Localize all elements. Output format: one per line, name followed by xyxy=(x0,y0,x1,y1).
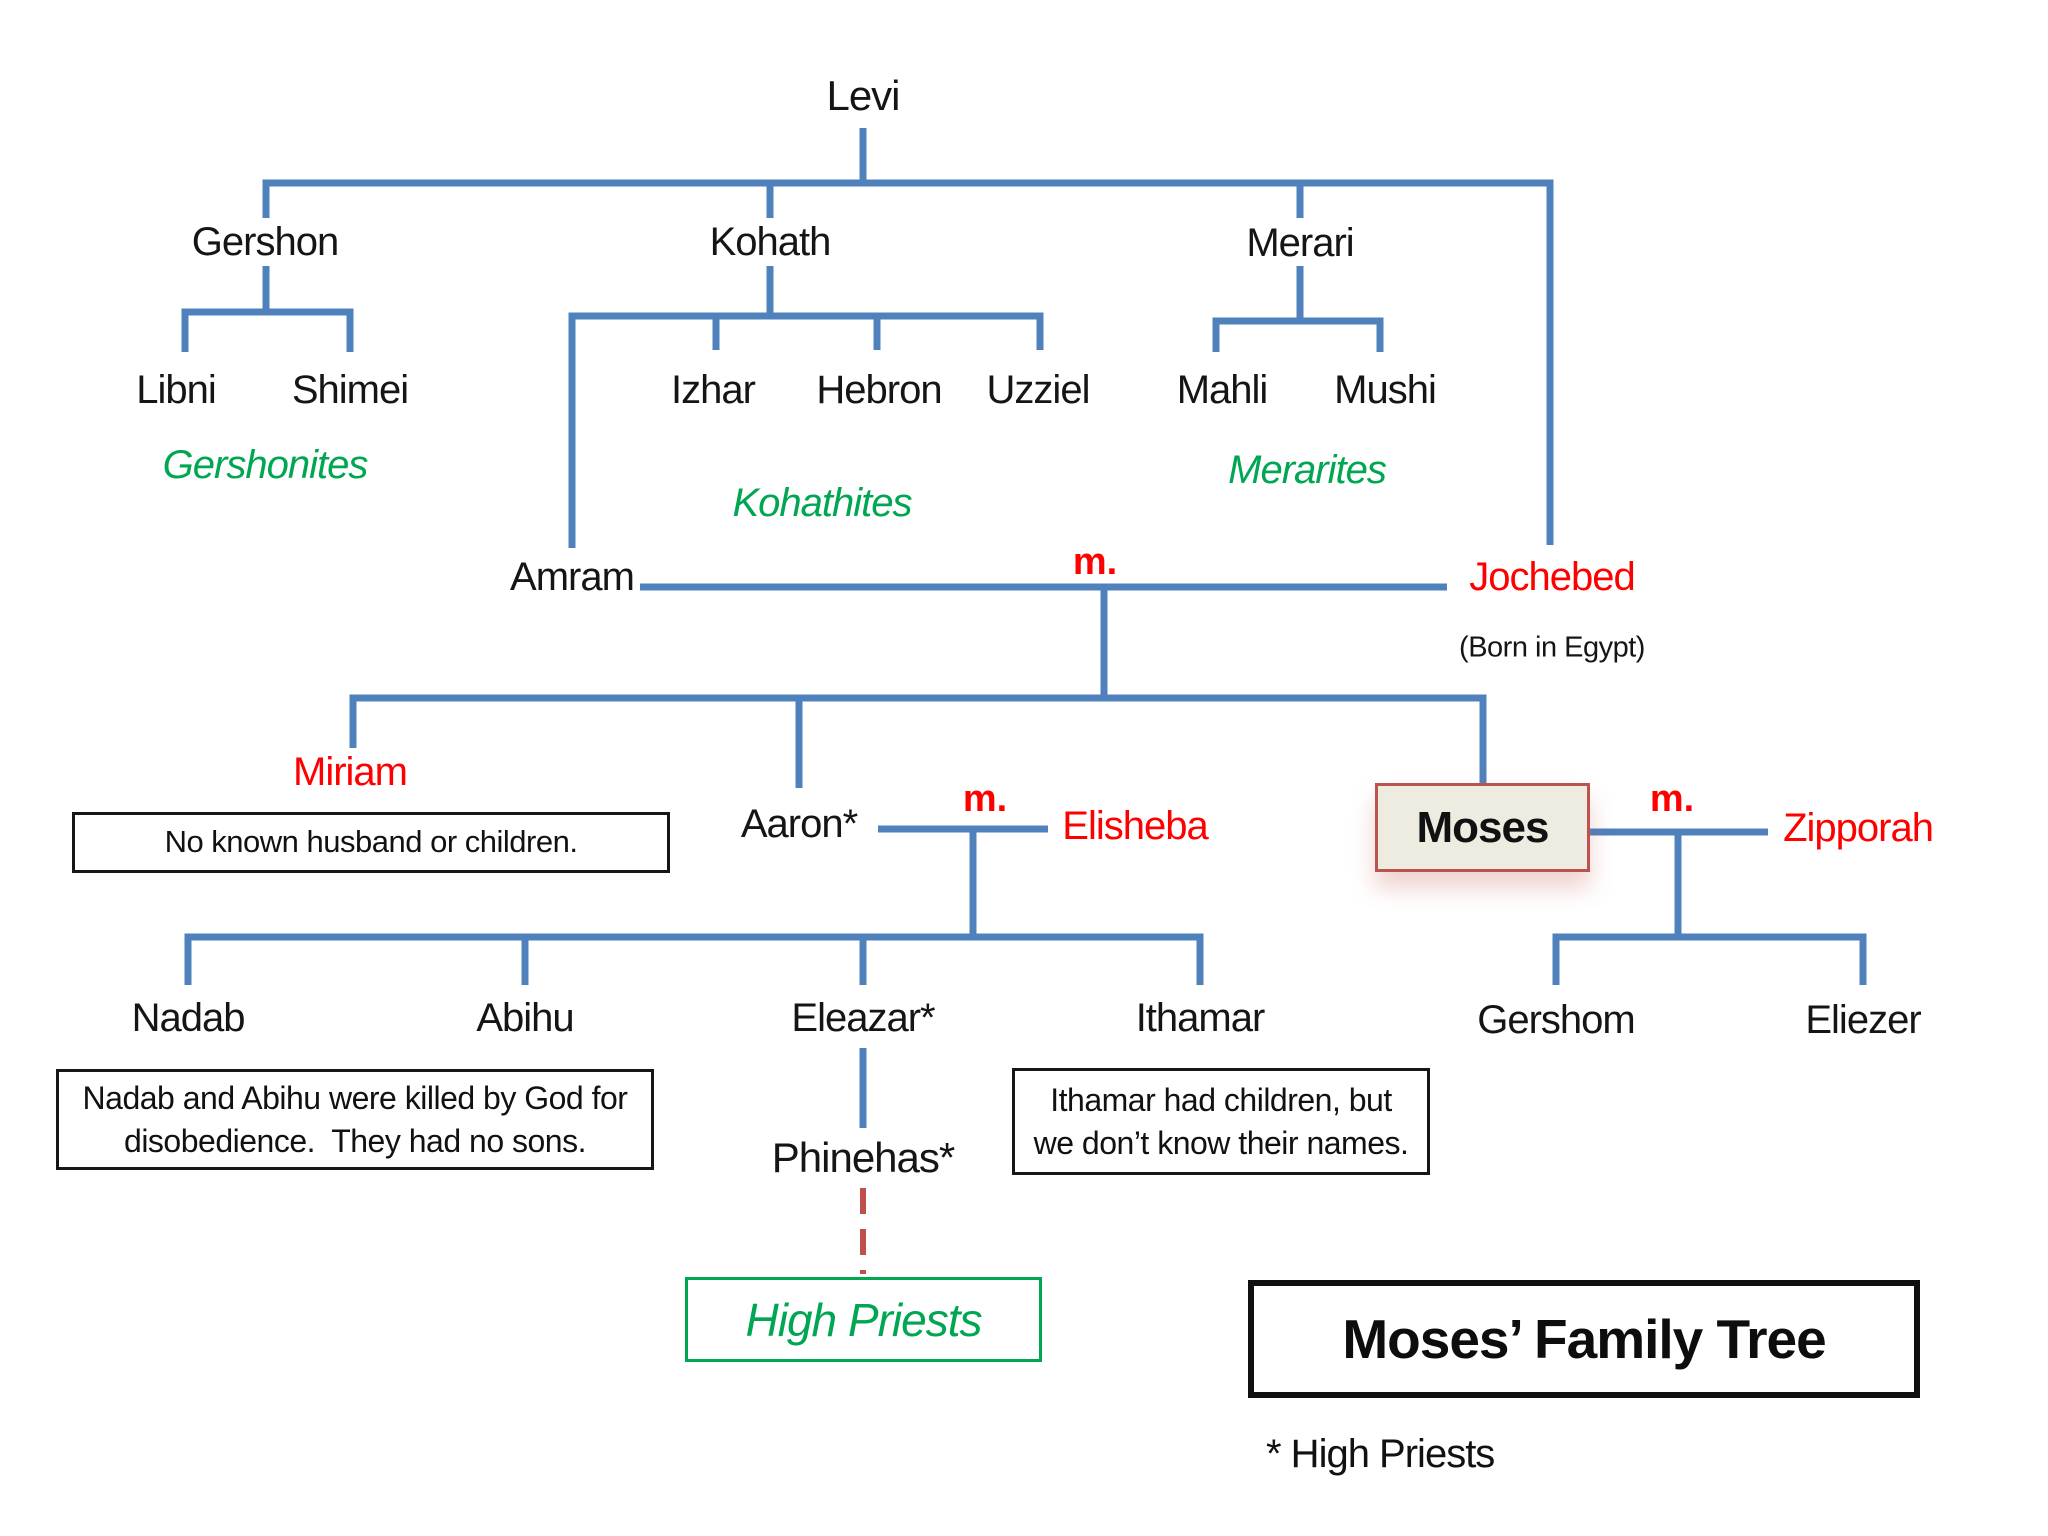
nadab-abihu-note-line2: disobedience. They had no sons. xyxy=(124,1122,586,1159)
connector-moses-children-bracket xyxy=(1552,933,1867,985)
connector-aaron-children-bracket xyxy=(184,933,1204,985)
person-phinehas: Phinehas* xyxy=(771,1134,955,1181)
person-mushi: Mushi xyxy=(1334,368,1437,412)
connector-generation1-bar xyxy=(262,179,1554,545)
marriage-marker-amram-jochebed: m. xyxy=(1072,541,1118,583)
marriage-marker-aaron-elisheba: m. xyxy=(962,778,1008,820)
person-jochebed: Jochebed xyxy=(1469,555,1635,599)
person-amram: Amram xyxy=(510,555,635,599)
person-levi: Levi xyxy=(826,72,900,119)
person-ithamar: Ithamar xyxy=(1135,996,1266,1040)
miriam-note-text: No known husband or children. xyxy=(164,824,578,860)
moses-highlight-box: Moses xyxy=(1375,783,1590,872)
person-zipporah: Zipporah xyxy=(1783,806,1934,850)
person-miriam: Miriam xyxy=(293,750,408,794)
person-abihu: Abihu xyxy=(476,996,574,1040)
connector-merari-bracket xyxy=(1212,266,1384,352)
person-gershom: Gershom xyxy=(1477,998,1635,1042)
diagram-title: Moses’ Family Tree xyxy=(1342,1308,1826,1370)
person-mahli: Mahli xyxy=(1176,368,1269,412)
person-eliezer: Eliezer xyxy=(1805,998,1921,1042)
person-hebron: Hebron xyxy=(816,368,942,412)
connector-sibling-bar2 xyxy=(349,694,1487,783)
ithamar-note-line1: Ithamar had children, but xyxy=(1050,1082,1392,1119)
person-eleazar: Eleazar* xyxy=(791,996,935,1040)
high-priests-box-text: High Priests xyxy=(745,1293,983,1346)
jochebed-born-in-egypt-note: (Born in Egypt) xyxy=(1459,631,1645,664)
marriage-marker-moses-zipporah: m. xyxy=(1649,778,1695,820)
nadab-abihu-note-box: Nadab and Abihu were killed by God for d… xyxy=(56,1069,654,1170)
person-uzziel: Uzziel xyxy=(986,368,1091,412)
clan-merarites: Merarites xyxy=(1228,448,1387,492)
person-merari: Merari xyxy=(1246,221,1354,265)
miriam-note-box: No known husband or children. xyxy=(72,812,670,873)
person-kohath: Kohath xyxy=(709,220,832,264)
person-aaron: Aaron* xyxy=(740,802,858,846)
person-izhar: Izhar xyxy=(671,368,756,412)
person-libni: Libni xyxy=(136,368,217,412)
person-elisheba: Elisheba xyxy=(1062,804,1208,848)
ithamar-note-box: Ithamar had children, but we don’t know … xyxy=(1012,1068,1430,1175)
ithamar-note-line2: we don’t know their names. xyxy=(1033,1124,1409,1161)
diagram-title-box: Moses’ Family Tree xyxy=(1248,1280,1920,1398)
person-nadab: Nadab xyxy=(131,996,246,1040)
high-priests-asterisk-legend: * High Priests xyxy=(1266,1432,1495,1476)
clan-gershonites: Gershonites xyxy=(162,443,369,487)
person-shimei: Shimei xyxy=(291,368,409,412)
nadab-abihu-note-line1: Nadab and Abihu were killed by God for xyxy=(82,1080,628,1117)
person-gershon: Gershon xyxy=(191,220,339,264)
person-moses: Moses xyxy=(1416,802,1550,852)
connector-kohath-bracket xyxy=(568,266,1044,548)
clan-kohathites: Kohathites xyxy=(732,481,912,525)
connector-gershon-bracket xyxy=(181,266,354,352)
high-priests-box: High Priests xyxy=(685,1277,1042,1362)
